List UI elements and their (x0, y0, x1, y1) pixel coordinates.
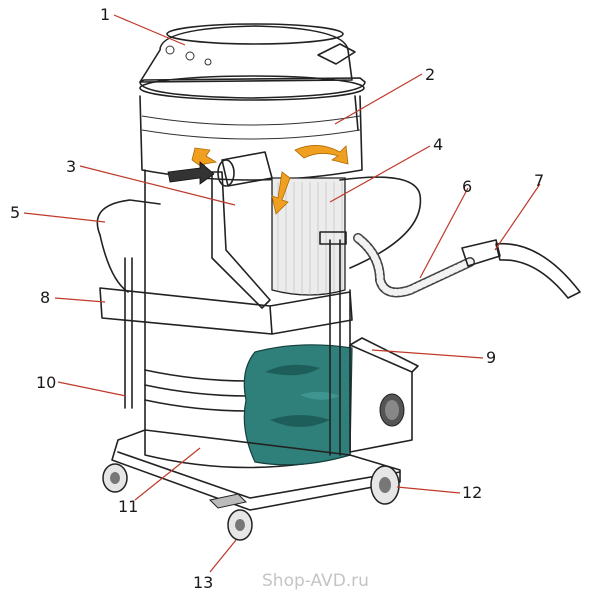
callout-7: 7 (534, 171, 544, 190)
pump-box (349, 337, 419, 453)
handle-frame (96, 176, 422, 456)
leader-5 (23, 212, 106, 223)
watermark: Shop-AVD.ru (262, 571, 369, 591)
callout-labels: 1 2 3 4 5 6 7 8 9 10 11 12 13 (10, 5, 544, 592)
leader-3 (79, 165, 236, 206)
front-wheel (102, 463, 128, 493)
leader-12 (396, 486, 461, 494)
callout-11: 11 (118, 497, 138, 516)
leader-13 (209, 539, 237, 573)
liquid-cutaway (243, 344, 353, 466)
leader-7 (494, 183, 541, 251)
callout-5: 5 (10, 203, 20, 222)
airflow-arrows (167, 145, 349, 215)
leader-9 (371, 349, 484, 359)
leader-8 (54, 297, 106, 303)
leader-2 (334, 73, 423, 125)
suction-hose (353, 233, 475, 298)
leader-4 (329, 145, 431, 203)
cart-base (111, 429, 401, 511)
nozzle-tube (461, 239, 581, 299)
callout-1: 1 (100, 5, 110, 24)
leader-11 (134, 447, 201, 501)
callout-3: 3 (66, 157, 76, 176)
leader-1 (113, 14, 186, 46)
callout-2: 2 (425, 65, 435, 84)
callout-9: 9 (486, 348, 496, 367)
callout-10: 10 (36, 373, 56, 392)
leader-6 (419, 187, 469, 279)
leader-10 (57, 381, 127, 397)
caster-wheel-with-brake (208, 493, 253, 541)
rear-wheel (370, 465, 400, 505)
motor-head (139, 23, 366, 101)
callout-4: 4 (433, 135, 443, 154)
callout-12: 12 (462, 483, 482, 502)
inlet-pipe (211, 151, 273, 309)
callout-13: 13 (193, 573, 213, 592)
filter-housing (139, 95, 363, 181)
leader-lines (23, 14, 541, 573)
mounting-bracket (99, 287, 353, 335)
callout-6: 6 (462, 177, 472, 196)
callout-8: 8 (40, 288, 50, 307)
